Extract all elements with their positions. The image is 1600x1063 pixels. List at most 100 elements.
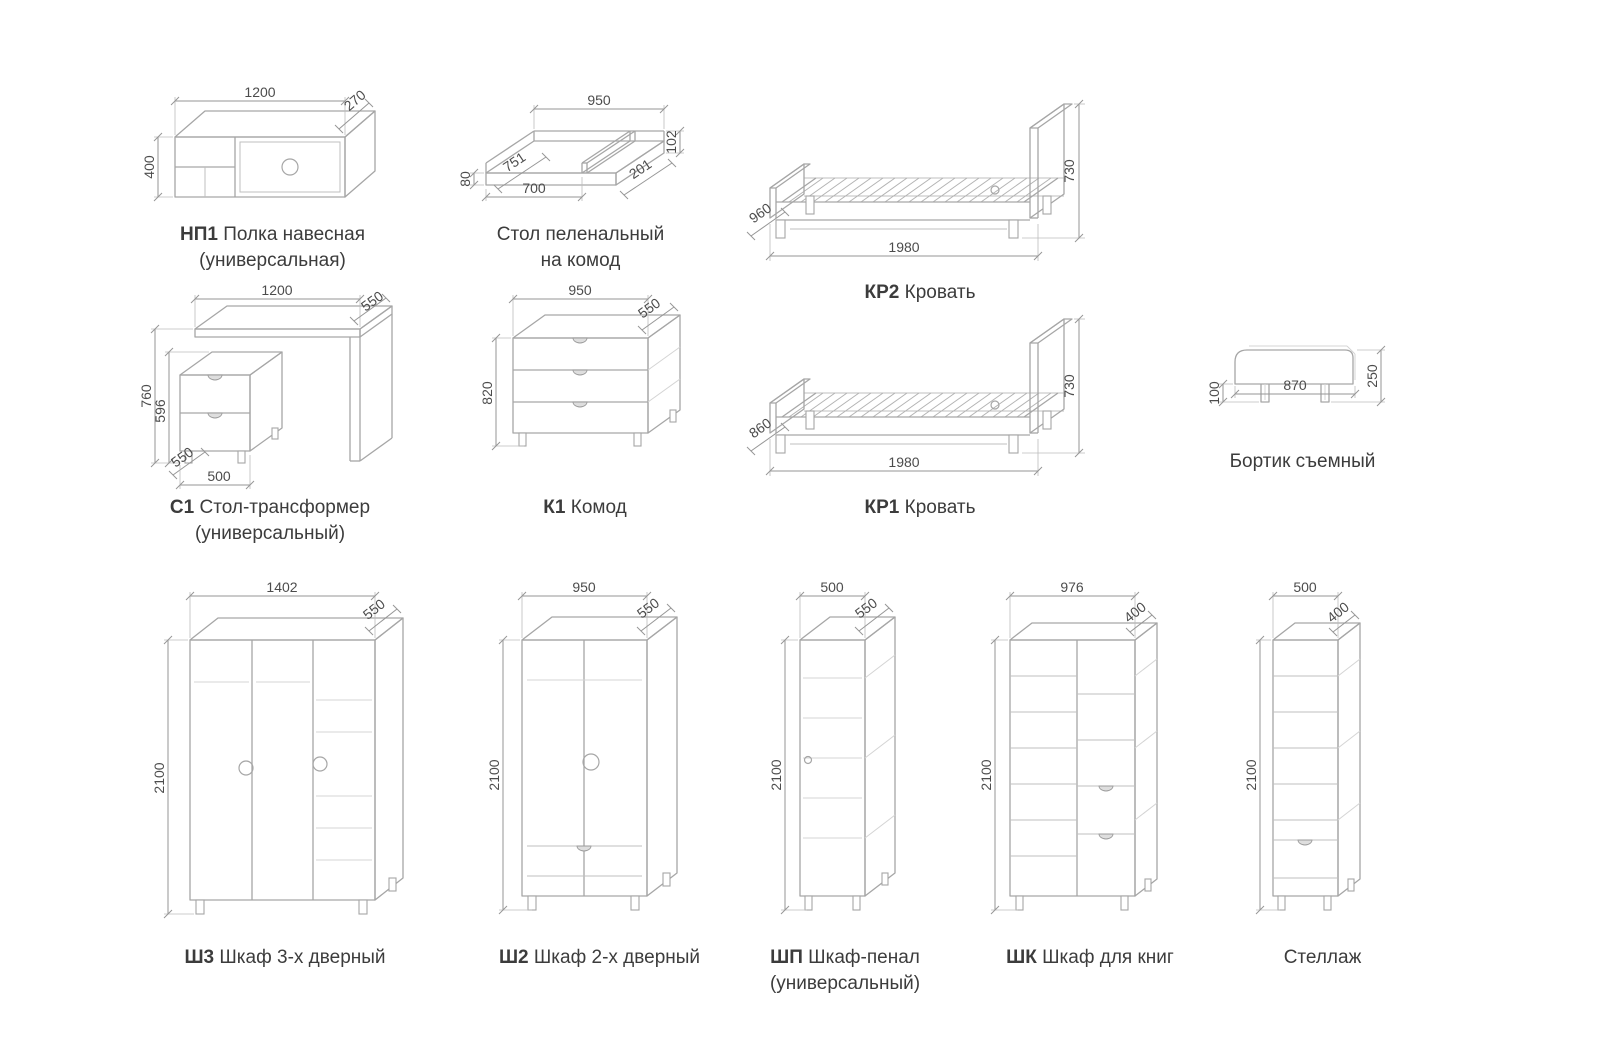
item-label-shp: ШП Шкаф-пенал (универсальный) xyxy=(770,945,920,997)
dim-height: 2100 xyxy=(980,759,994,790)
dim-width: 1200 xyxy=(244,85,275,100)
item-name: Полка навесная xyxy=(223,224,366,245)
item-code: НП1 xyxy=(179,224,218,245)
item-label-k1: К1 Комод xyxy=(543,495,626,521)
dim-front-height: 80 xyxy=(458,171,473,187)
dim-bracket: 100 xyxy=(1206,381,1222,405)
sh2-outline xyxy=(521,616,678,911)
shp-outline xyxy=(799,616,896,911)
item-label-stellazh: Стеллаж xyxy=(1284,945,1362,971)
furniture-item-sh3: 1402 550 2100 Ш3 Шкаф 3-х дверный xyxy=(150,578,420,971)
sh2-drawing: 950 550 2100 xyxy=(487,579,678,915)
s1-drawing: 1200 550 760 596 550 500 xyxy=(138,283,393,490)
dim-height: 820 xyxy=(480,381,495,405)
pelenal-drawing: 950 102 80 751 700 201 xyxy=(458,92,685,202)
dim-length: 1980 xyxy=(888,239,919,255)
np1-drawing: 1200 270 400 xyxy=(141,85,376,202)
dim-width: 1200 xyxy=(261,283,292,298)
stellazh-drawing: 500 400 2100 xyxy=(1245,579,1361,915)
furniture-item-sh2: 950 550 2100 Ш2 Шкаф 2-х дверный xyxy=(487,578,712,971)
np1-dimensions: 1200 270 400 xyxy=(141,85,374,202)
furniture-item-bortik: 870 100 250 Бортик съемный xyxy=(1195,322,1410,475)
dim-cabinet-depth: 550 xyxy=(168,443,196,470)
dim-height: 730 xyxy=(1061,374,1077,398)
shk-outline xyxy=(1009,622,1158,911)
item-code: КР1 xyxy=(864,497,900,518)
item-code: ШП xyxy=(770,947,803,968)
furniture-item-pelenal: 950 102 80 751 700 201 xyxy=(458,85,703,274)
bortik-outline xyxy=(1234,345,1356,403)
dim-cabinet-width: 500 xyxy=(207,468,231,484)
item-name: Стеллаж xyxy=(1283,947,1362,968)
item-name2: (универсальный) xyxy=(769,973,921,994)
item-name: Шкаф 2-х дверный xyxy=(533,947,701,968)
furniture-item-shp: 500 550 2100 ШП Шкаф-пенал (универсальны… xyxy=(770,578,920,997)
dim-height: 2100 xyxy=(1245,759,1259,790)
shp-dimensions: 500 550 2100 xyxy=(770,579,894,915)
dim-height: 730 xyxy=(1061,159,1077,183)
bortik-drawing: 870 100 250 xyxy=(1206,345,1386,407)
item-label-bortik: Бортик съемный xyxy=(1230,449,1376,475)
dim-inner-height: 596 xyxy=(152,399,168,423)
drawer-handle-icon xyxy=(572,337,588,344)
drawer-handle-icon xyxy=(572,369,588,376)
dim-width: 500 xyxy=(820,579,844,595)
dim-height: 2100 xyxy=(770,759,784,790)
shk-drawing: 976 400 2100 xyxy=(980,579,1158,915)
dim-depth: 550 xyxy=(358,287,386,314)
dim-width: 950 xyxy=(568,283,592,298)
item-code: Ш3 xyxy=(184,947,215,968)
dim-length: 1980 xyxy=(888,454,919,470)
bed-outline xyxy=(769,318,1073,454)
sh3-outline xyxy=(189,617,404,915)
dim-main-width: 700 xyxy=(522,180,546,196)
item-name: Стол-трансформер xyxy=(199,497,371,518)
drawer-handle-icon xyxy=(576,845,592,852)
bracket xyxy=(1260,384,1270,403)
dim-height: 2100 xyxy=(487,759,502,790)
item-name: Шкаф для книг xyxy=(1042,947,1174,968)
item-code: С1 xyxy=(169,497,195,518)
dim-width: 500 xyxy=(1293,579,1317,595)
knob-icon xyxy=(312,756,328,772)
furniture-item-shk: 976 400 2100 ШК Шкаф для книг xyxy=(980,578,1200,971)
furniture-item-np1: 1200 270 400 НП1 Полка навесная (универс… xyxy=(140,85,405,274)
knob-icon xyxy=(238,760,254,776)
bracket xyxy=(1320,384,1330,403)
s1-outline xyxy=(179,305,393,464)
shk-dimensions: 976 400 2100 xyxy=(980,579,1157,915)
item-label-pelenal: Стол пеленальный на комод xyxy=(497,222,664,274)
kr1-drawing: 860 1980 730 xyxy=(746,314,1086,477)
item-name2: (универсальная) xyxy=(199,250,346,271)
knob-icon xyxy=(582,753,600,771)
stellazh-dimensions: 500 400 2100 xyxy=(1245,579,1360,915)
item-name: Бортик съемный xyxy=(1229,451,1376,472)
np1-outline xyxy=(174,110,376,198)
s1-dimensions: 1200 550 760 596 550 500 xyxy=(138,283,391,490)
dim-height: 2100 xyxy=(151,762,167,793)
drawer-handle-icon xyxy=(572,401,588,408)
k1-drawing: 950 550 820 xyxy=(480,283,681,451)
item-label-kr2: КР2 Кровать xyxy=(865,280,976,306)
item-name: Кровать xyxy=(904,282,976,303)
knob-icon xyxy=(803,755,813,765)
drawer-handle-icon xyxy=(207,374,223,381)
drawer-handle-icon xyxy=(1098,785,1114,792)
pelenal-outline xyxy=(485,130,665,186)
drawer-handle-icon xyxy=(207,412,223,419)
dim-depth: 400 xyxy=(1121,598,1149,625)
item-code: ШК xyxy=(1006,947,1037,968)
furniture-item-stellazh: 500 400 2100 Стеллаж xyxy=(1245,578,1400,971)
furniture-item-k1: 950 550 820 К1 Комод xyxy=(480,283,690,521)
item-name: Стол пеленальный xyxy=(496,224,665,245)
drawer-handle-icon xyxy=(1297,839,1313,846)
bed-outline xyxy=(769,103,1073,239)
furniture-item-kr2: 960 1980 730 КР2 Кровать xyxy=(745,78,1095,306)
item-name2: на комод xyxy=(540,250,621,271)
item-label-s1: С1 Стол-трансформер (универсальный) xyxy=(170,495,370,547)
item-label-sh2: Ш2 Шкаф 2-х дверный xyxy=(499,945,700,971)
item-label-sh3: Ш3 Шкаф 3-х дверный xyxy=(184,945,385,971)
item-code: КР2 xyxy=(864,282,900,303)
sh3-dimensions: 1402 550 2100 xyxy=(151,579,402,919)
k1-dimensions: 950 550 820 xyxy=(480,283,679,451)
